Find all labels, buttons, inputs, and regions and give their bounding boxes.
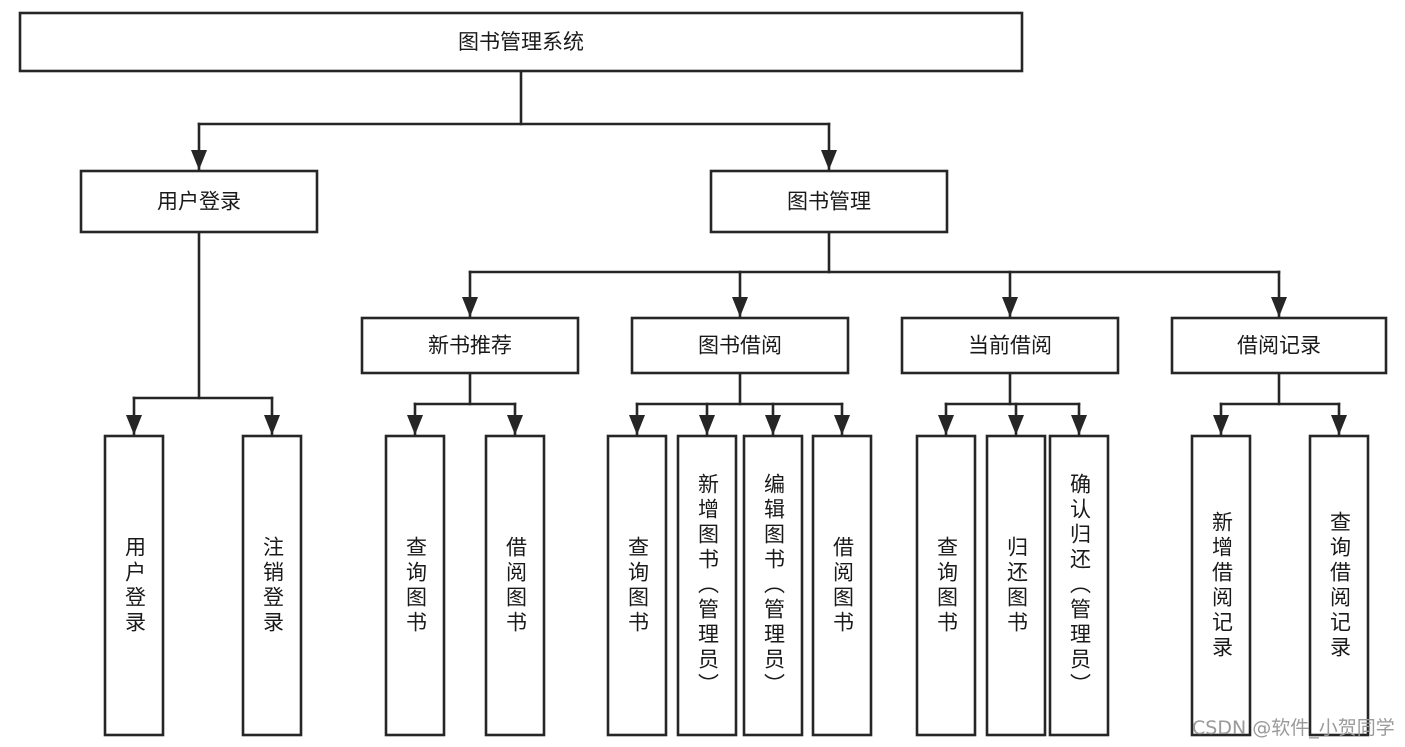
node-box-leaf-query-book-1[interactable] <box>384 434 446 737</box>
arrow-head-icon-borrow-record <box>1271 297 1287 317</box>
node-label-text: 查询图书 <box>625 536 650 636</box>
arrow-head-icon-leaf-borrow-book-2 <box>834 415 850 435</box>
node-label-book-borrow: 图书借阅 <box>698 334 782 358</box>
node-label-leaf-return-book: 归还图书 <box>987 436 1045 735</box>
node-label-current-borrow: 当前借阅 <box>968 334 1052 358</box>
node-label-text: 确认归还（管理员） <box>1067 473 1092 698</box>
arrow-head-icon-book-borrow <box>732 297 748 317</box>
node-box-leaf-add-book[interactable] <box>676 434 738 737</box>
node-label-text: 归还图书 <box>1004 536 1029 636</box>
node-label-text: 新增图书（管理员） <box>695 473 720 698</box>
node-label-text: 借阅图书 <box>503 536 528 636</box>
node-box-leaf-query-record[interactable] <box>1308 434 1370 737</box>
node-box-leaf-logout[interactable] <box>241 434 303 737</box>
arrow-head-icon-leaf-add-book <box>699 415 715 435</box>
node-box-root[interactable] <box>18 11 1024 73</box>
arrow-head-icon-leaf-edit-book <box>765 415 781 435</box>
arrow-head-icon-current-borrow <box>1002 297 1018 317</box>
node-box-leaf-confirm-return[interactable] <box>1048 434 1110 737</box>
node-label-leaf-query-book-2: 查询图书 <box>608 436 666 735</box>
arrow-head-icon-leaf-return-book <box>1008 415 1024 435</box>
node-label-text: 编辑图书（管理员） <box>761 473 786 698</box>
arrow-head-icon-leaf-add-record <box>1213 415 1229 435</box>
node-label-leaf-query-book-3: 查询图书 <box>917 436 975 735</box>
arrow-head-icon-book-manage <box>821 150 837 170</box>
node-box-leaf-user-login[interactable] <box>103 434 165 737</box>
node-box-leaf-borrow-book-2[interactable] <box>811 434 873 737</box>
node-label-leaf-query-book-1: 查询图书 <box>386 436 444 735</box>
node-label-book-manage: 图书管理 <box>787 190 871 214</box>
node-box-leaf-query-book-2[interactable] <box>606 434 668 737</box>
node-box-leaf-query-book-3[interactable] <box>915 434 977 737</box>
node-label-root: 图书管理系统 <box>458 30 584 54</box>
node-box-leaf-borrow-book-1[interactable] <box>484 434 546 737</box>
node-box-current-borrow[interactable] <box>900 316 1120 375</box>
node-box-leaf-add-record[interactable] <box>1190 434 1252 737</box>
arrow-head-icon-leaf-query-record <box>1331 415 1347 435</box>
node-label-text: 用户登录 <box>122 536 147 636</box>
connector-lines <box>126 69 1347 436</box>
node-label-leaf-edit-book: 编辑图书（管理员） <box>744 436 802 735</box>
arrow-head-icon-leaf-query-book-1 <box>407 415 423 435</box>
node-label-leaf-user-login: 用户登录 <box>105 436 163 735</box>
arrow-head-icon-leaf-query-book-3 <box>938 415 954 435</box>
node-box-book-borrow[interactable] <box>630 316 850 375</box>
node-label-text: 借阅图书 <box>830 536 855 636</box>
node-label-leaf-add-record: 新增借阅记录 <box>1192 436 1250 735</box>
arrow-head-icon-user-login <box>191 150 207 170</box>
node-label-leaf-add-book: 新增图书（管理员） <box>678 436 736 735</box>
node-label-text: 新增借阅记录 <box>1209 511 1234 661</box>
node-label-leaf-logout: 注销登录 <box>243 436 301 735</box>
csdn-watermark: CSDN @软件_小贺同学 <box>1192 717 1395 739</box>
arrow-head-icon-leaf-user-login <box>126 415 142 435</box>
node-label-text: 查询图书 <box>934 536 959 636</box>
node-label-borrow-record: 借阅记录 <box>1237 334 1321 358</box>
node-box-borrow-record[interactable] <box>1170 316 1388 375</box>
node-label-leaf-borrow-book-2: 借阅图书 <box>813 436 871 735</box>
arrow-head-icon-leaf-logout <box>264 415 280 435</box>
node-label-text: 注销登录 <box>260 536 285 636</box>
node-label-new-book-rec: 新书推荐 <box>428 334 512 358</box>
node-label-user-login: 用户登录 <box>157 190 241 214</box>
node-box-leaf-edit-book[interactable] <box>742 434 804 737</box>
arrow-head-icon-leaf-borrow-book-1 <box>507 415 523 435</box>
node-box-new-book-rec[interactable] <box>360 316 580 375</box>
node-label-leaf-borrow-book-1: 借阅图书 <box>486 436 544 735</box>
node-box-book-manage[interactable] <box>709 169 949 234</box>
arrow-head-icon-leaf-confirm-return <box>1071 415 1087 435</box>
node-label-text: 查询借阅记录 <box>1327 511 1352 661</box>
node-label-leaf-confirm-return: 确认归还（管理员） <box>1050 436 1108 735</box>
node-boxes <box>18 11 1388 737</box>
arrow-head-icon-new-book-rec <box>462 297 478 317</box>
arrow-head-icon-leaf-query-book-2 <box>629 415 645 435</box>
node-label-text: 查询图书 <box>403 536 428 636</box>
node-box-user-login[interactable] <box>79 169 319 234</box>
node-box-leaf-return-book[interactable] <box>985 434 1047 737</box>
node-label-leaf-query-record: 查询借阅记录 <box>1310 436 1368 735</box>
